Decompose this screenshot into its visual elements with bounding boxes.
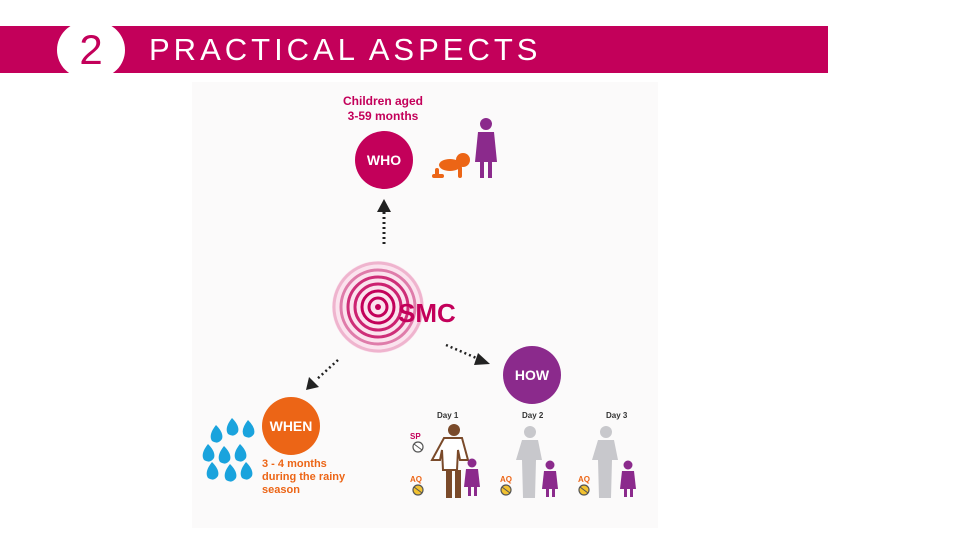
drug-aq-day1-label: AQ	[410, 475, 422, 484]
section-number-badge: 2	[57, 22, 125, 78]
drug-sp-label: SP	[410, 432, 421, 441]
drug-aq-day3-label: AQ	[578, 475, 590, 484]
when-caption-line2: during the rainy	[262, 471, 346, 483]
health-worker-day1-icon	[430, 424, 470, 498]
concentric-target-icon	[332, 261, 424, 353]
who-caption: Children aged 3-59 months	[330, 94, 436, 124]
who-caption-line1: Children aged	[342, 94, 423, 108]
caregiver-day2-icon	[516, 426, 542, 498]
how-circle: HOW	[503, 346, 561, 404]
raindrops-icon	[202, 418, 255, 482]
crawling-baby-icon	[432, 153, 470, 178]
pill-icon	[578, 484, 590, 496]
day-3-label: Day 3	[606, 411, 628, 420]
child-day1-icon	[464, 458, 480, 496]
child-day3-icon	[620, 460, 636, 497]
diagram-panel	[192, 82, 658, 528]
when-caption-line3: season	[262, 484, 300, 496]
drug-aq-day2-label: AQ	[500, 475, 512, 484]
arrow-to-who	[377, 199, 391, 244]
pill-icon	[412, 441, 424, 453]
day-1-label: Day 1	[437, 411, 459, 420]
caregiver-day3-icon	[592, 426, 618, 498]
when-caption: 3 - 4 months during the rainy season	[262, 458, 372, 497]
section-title: PRACTICAL ASPECTS	[149, 32, 542, 67]
child-day2-icon	[542, 460, 558, 497]
who-caption-line2: 3-59 months	[347, 109, 419, 123]
section-banner	[0, 26, 828, 73]
day-2-label: Day 2	[522, 411, 544, 420]
when-caption-line1: 3 - 4 months	[262, 458, 327, 470]
when-circle: WHEN	[262, 397, 320, 455]
who-circle: WHO	[355, 131, 413, 189]
standing-child-icon	[475, 118, 497, 178]
arrow-to-how	[445, 343, 490, 365]
smc-label: SMC	[398, 298, 456, 328]
pill-icon	[500, 484, 512, 496]
arrow-to-when	[306, 359, 339, 390]
pill-icon	[412, 484, 424, 496]
